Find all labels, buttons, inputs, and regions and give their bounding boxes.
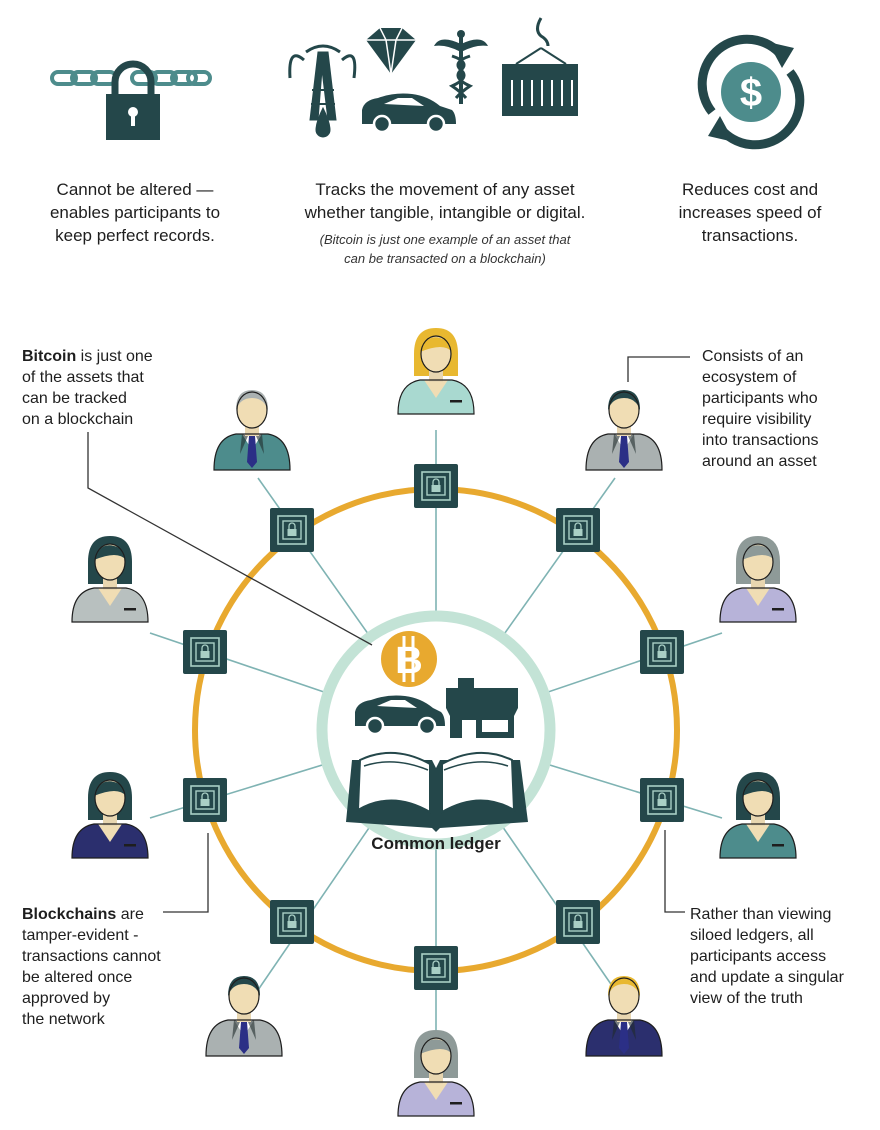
chain-lock-icon [50,60,212,140]
callout-tamper-rest-1: are [116,906,144,923]
ledger-node-top-right [555,507,601,553]
callout-bitcoin-bold: Bitcoin [22,348,77,365]
callout-bitcoin-rest-1: is just one [76,348,153,365]
callout-ecosystem-line-2: ecosystem of [702,369,797,386]
callout-ecosystem-line-3: participants who [702,390,818,407]
participant-avatar-right-upper [719,535,797,623]
callout-siloed-ledgers: Rather than viewing siloed ledgers, all … [690,904,875,1009]
callout-tamper-bold: Blockchains [22,906,117,923]
participant-avatar-bottom-left [205,975,283,1057]
ledger-node-bottom-right [555,899,601,945]
ledger-node-left-lower [182,777,228,823]
callout-ecosystem-line-6: around an asset [702,453,817,470]
callout-siloed-line-3: participants access [690,948,827,965]
participant-avatar-left-upper [71,535,149,623]
feature-cost-line-1: Reduces cost and [681,180,819,199]
feature-cost-line-2: increases speed of [678,203,822,222]
feature-immutable-line-1: Cannot be altered — [56,180,214,199]
callout-siloed-line-2: siloed ledgers, all [690,927,814,944]
callout-siloed-line-4: and update a singular [690,969,844,986]
ledger-node-right-lower [639,777,685,823]
participant-avatar-top-left [213,389,291,471]
ledger-book-icon [346,751,528,832]
bitcoin-symbol: B [395,640,422,682]
callout-tamper-line-5: approved by [22,990,111,1007]
feature-immutable-text: Cannot be altered — enables participants… [30,178,240,247]
feature-cost-speed-text: Reduces cost and increases speed of tran… [650,178,850,247]
ledger-node-top [413,463,459,509]
participant-avatar-bottom [397,1029,475,1117]
participant-avatar-right-lower [719,771,797,859]
common-ledger-label: Common ledger [371,834,501,853]
callout-tamper-evident: Blockchains are tamper-evident - transac… [22,904,192,1030]
callout-lines [87,356,690,913]
feature-asset-note-line-1: (Bitcoin is just one example of an asset… [319,232,571,247]
feature-asset-tracking-text: Tracks the movement of any asset whether… [275,178,615,224]
dollar-cycle-icon: $ [697,34,805,150]
feature-asset-line-2: whether tangible, intangible or digital. [304,203,586,222]
callout-bitcoin-line-3: can be tracked [22,390,127,407]
ledger-node-top-left [269,507,315,553]
feature-cost-line-3: transactions. [701,226,799,245]
shipping-container-icon [502,17,578,116]
callout-siloed-line-1: Rather than viewing [690,906,832,923]
callout-tamper-line-4: be altered once [22,969,133,986]
caduceus-icon [434,30,488,104]
participant-avatar-top-right [585,389,663,471]
ledger-node-bottom [413,945,459,991]
oil-rig-icon [288,44,357,138]
ledger-node-right-upper [639,629,685,675]
feature-asset-note: (Bitcoin is just one example of an asset… [275,230,615,268]
car-icon-center [355,695,445,736]
callout-tamper-line-3: transactions cannot [22,948,161,965]
callout-ecosystem-line-5: into transactions [702,432,819,449]
callout-tamper-line-2: tamper-evident - [22,927,139,944]
ledger-node-left-upper [182,629,228,675]
callout-bitcoin-line-2: of the assets that [22,369,144,386]
callout-bitcoin: Bitcoin is just one of the assets that c… [22,346,192,430]
feature-immutable-line-2: enables participants to [49,203,221,222]
bitcoin-icon: B [381,631,437,687]
store-icon [446,678,518,738]
participant-avatar-bottom-right [585,975,663,1057]
diamond-icon [366,27,416,75]
dollar-symbol: $ [740,71,762,115]
callout-ecosystem-line-1: Consists of an [702,348,804,365]
callout-tamper-line-6: the network [22,1011,105,1028]
callout-ecosystem: Consists of an ecosystem of participants… [702,346,872,472]
feature-asset-line-1: Tracks the movement of any asset [315,180,575,199]
ledger-node-bottom-left [269,899,315,945]
feature-immutable-line-3: keep perfect records. [55,226,215,245]
participant-avatar-top [397,327,475,415]
feature-asset-note-line-2: can be transacted on a blockchain) [344,251,546,266]
car-icon [362,93,456,134]
callout-siloed-line-5: view of the truth [690,990,803,1007]
callout-bitcoin-line-4: on a blockchain [22,411,134,428]
callout-ecosystem-line-4: require visibility [702,411,812,428]
participant-avatar-left-lower [71,771,149,859]
